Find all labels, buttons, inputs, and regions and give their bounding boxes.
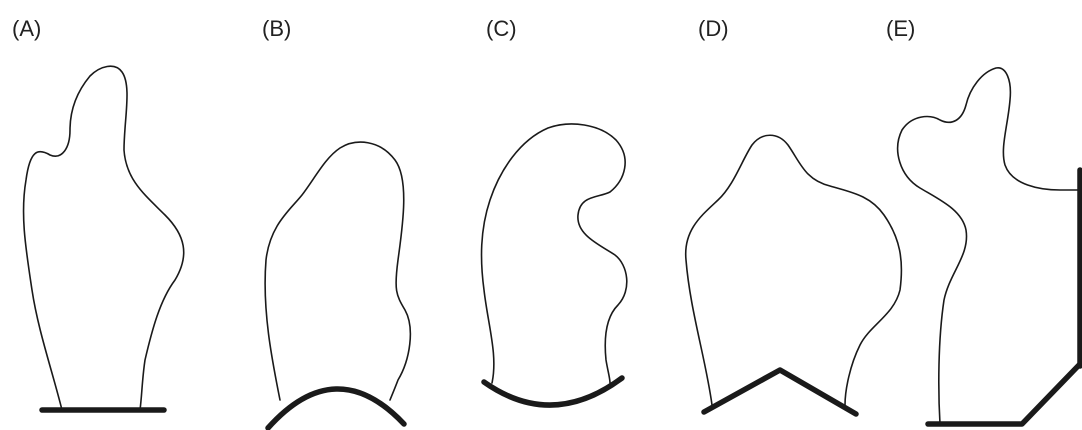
shape-c-outline (480, 123, 628, 384)
panel-a (22, 65, 185, 413)
panel-label-d: (D) (698, 16, 729, 41)
panel-e (896, 67, 1082, 427)
panel-c (480, 123, 628, 408)
panel-label-e: (E) (886, 16, 916, 41)
base-e-corner (925, 361, 1082, 427)
panel-d (684, 134, 903, 417)
panel-label-a: (A) (12, 16, 42, 41)
panel-b (264, 141, 412, 430)
shape-d-outline (684, 134, 903, 406)
shape-e-outline (896, 67, 1081, 425)
base-b-convex (265, 386, 407, 430)
base-c-concave (481, 375, 625, 408)
base-d-inverted-v (701, 367, 859, 417)
panel-label-c: (C) (486, 16, 517, 41)
shape-b-outline (264, 141, 412, 401)
panel-label-b: (B) (262, 16, 292, 41)
shape-a-outline (22, 65, 185, 411)
